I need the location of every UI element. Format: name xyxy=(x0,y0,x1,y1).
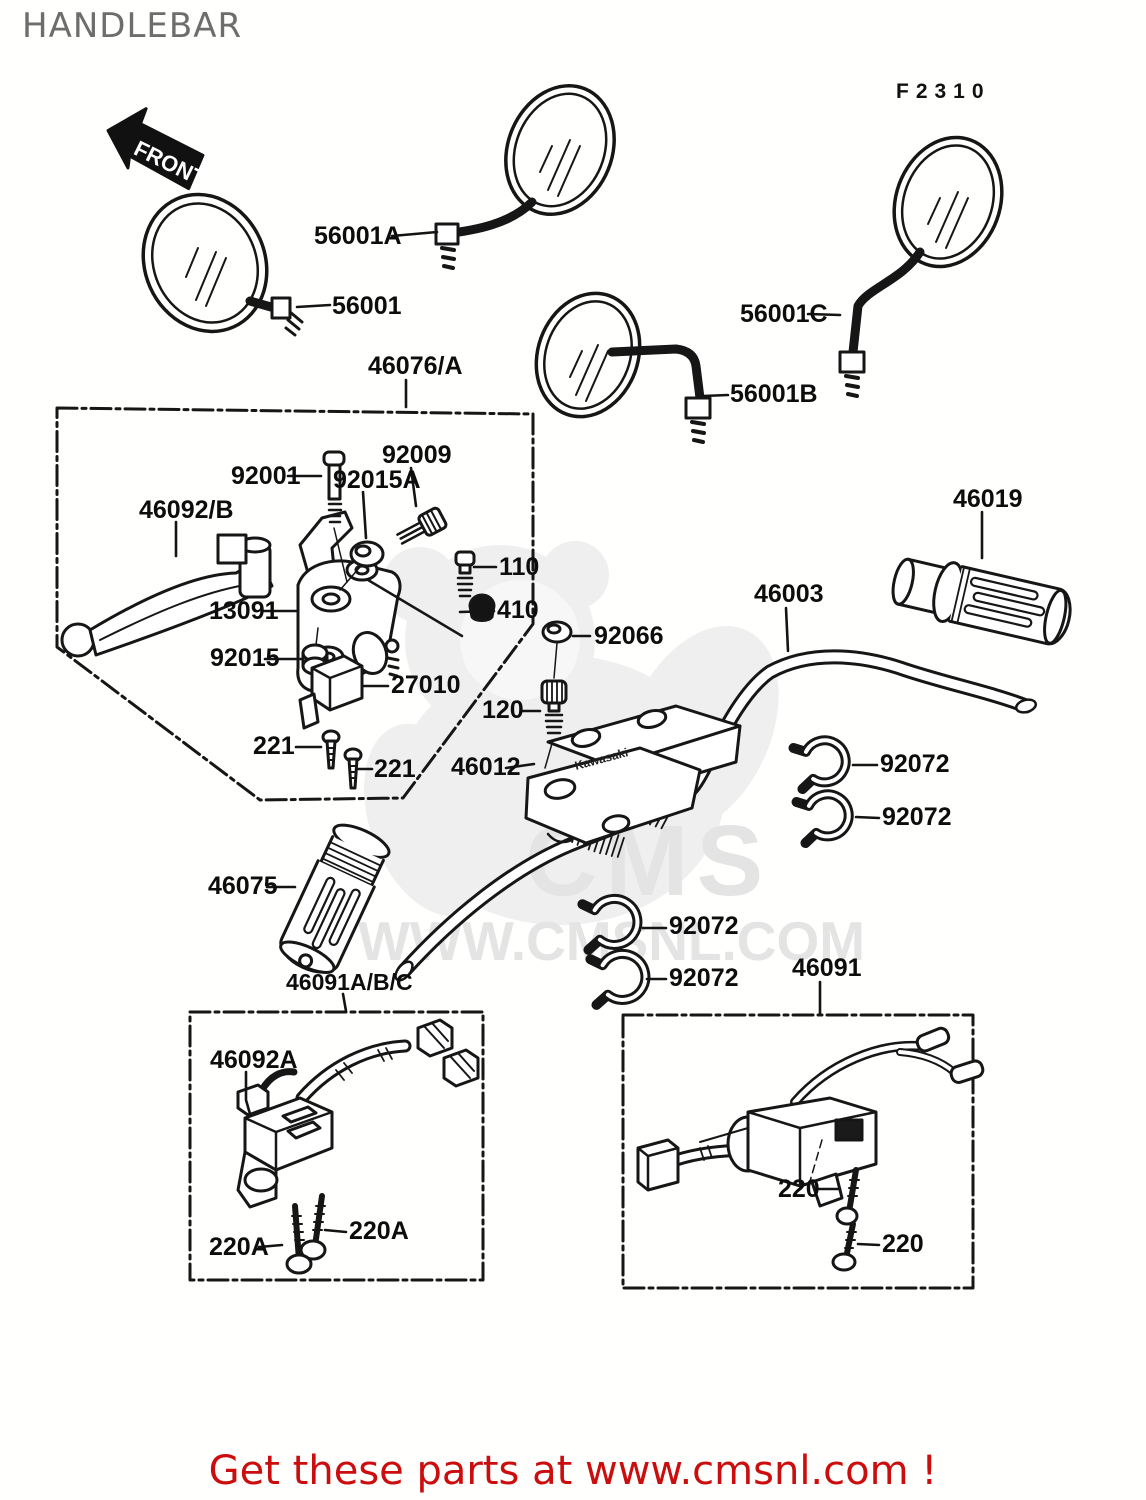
part-label-221-right: 221 xyxy=(374,755,416,783)
part-label-410: 410 xyxy=(497,596,539,624)
part-label-46091: 46091 xyxy=(792,954,862,982)
part-label-46075: 46075 xyxy=(208,872,278,900)
part-label-92015a: 92015A xyxy=(333,466,421,494)
part-label-92072-r2: 92072 xyxy=(882,803,952,831)
part-label-221-left: 221 xyxy=(253,732,295,760)
box-46091 xyxy=(621,1013,975,1290)
part-label-92015: 92015 xyxy=(210,644,280,672)
part-label-92066: 92066 xyxy=(594,622,664,650)
footer-shop-link[interactable]: Get these parts at www.cmsnl.com ! xyxy=(208,1448,938,1494)
clip-92072-right-2 xyxy=(791,789,854,849)
part-label-56001a: 56001A xyxy=(314,222,402,250)
part-label-220a-left: 220A xyxy=(209,1233,269,1261)
part-label-220-lower: 220 xyxy=(882,1230,924,1258)
part-label-56001c: 56001C xyxy=(740,300,828,328)
left-grip-46075 xyxy=(279,823,391,974)
part-label-92072-m2: 92072 xyxy=(669,964,739,992)
mirror-right-56001C xyxy=(838,135,1004,398)
leader-lines xyxy=(174,230,984,1249)
part-label-120: 120 xyxy=(482,696,524,724)
clip-92072-mid-1 xyxy=(577,893,643,955)
box-46091abc xyxy=(188,1010,485,1282)
box-46076A xyxy=(55,406,535,802)
brake-lever-46092B xyxy=(60,533,274,658)
part-label-92072-r1: 92072 xyxy=(880,750,950,778)
part-label-92072-m1: 92072 xyxy=(669,912,739,940)
right-switch-assembly xyxy=(636,1026,985,1272)
part-label-46092b: 46092/B xyxy=(139,496,234,524)
part-label-46091abc: 46091A/B/C xyxy=(286,969,413,995)
handlebar-clamp-46012: Kawasaki xyxy=(524,620,742,845)
mirror-left-56001 xyxy=(141,192,304,337)
mirror-mid-56001B xyxy=(534,291,712,444)
part-label-27010: 27010 xyxy=(391,671,461,699)
mirror-top-56001A xyxy=(434,84,616,270)
part-label-46019: 46019 xyxy=(953,485,1023,513)
front-arrow: FRONT xyxy=(106,107,210,192)
part-label-92009: 92009 xyxy=(382,441,452,469)
clip-92072-right-1 xyxy=(788,735,851,795)
left-switch-assembly xyxy=(236,1018,480,1275)
page-title: HANDLEBAR xyxy=(22,6,243,46)
part-label-13091: 13091 xyxy=(209,597,279,625)
part-label-46012: 46012 xyxy=(451,753,521,781)
figure-code: F2310 xyxy=(896,80,991,103)
part-label-56001b: 56001B xyxy=(730,380,818,408)
part-label-220a-right: 220A xyxy=(349,1217,409,1245)
throttle-grip-46019 xyxy=(891,557,1072,646)
part-label-46092a: 46092A xyxy=(210,1046,298,1074)
part-label-46003: 46003 xyxy=(754,580,824,608)
part-label-92001: 92001 xyxy=(231,462,301,490)
clip-92072-mid-2 xyxy=(585,948,651,1010)
part-label-220-upper: 220 xyxy=(778,1175,820,1203)
part-label-110: 110 xyxy=(499,553,540,581)
part-label-56001: 56001 xyxy=(332,292,402,320)
part-label-46076a: 46076/A xyxy=(368,352,463,380)
small-parts-lever-box xyxy=(298,450,496,790)
group-boxes xyxy=(55,406,975,1290)
